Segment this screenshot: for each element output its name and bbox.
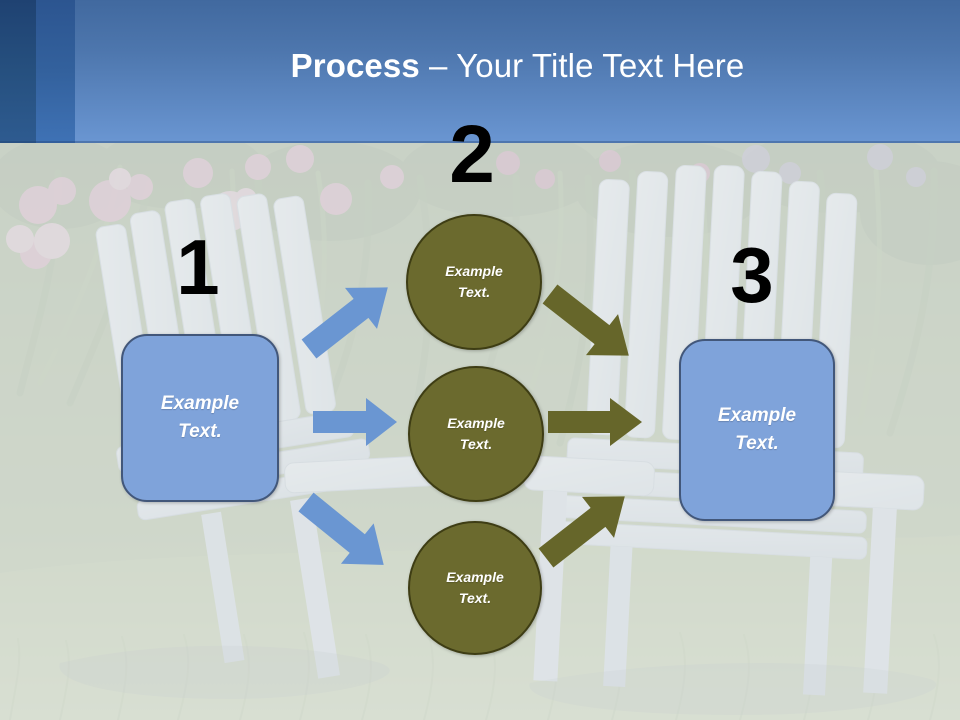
process-box-3-label-line2: Text. — [735, 433, 779, 454]
header-bottom-rule — [0, 141, 960, 143]
process-circle-1[interactable]: Example Text. — [406, 214, 542, 350]
process-circle-2[interactable]: Example Text. — [408, 366, 544, 502]
process-circle-2-label-line1: Example — [447, 415, 505, 431]
header-accent-band-dark — [0, 0, 36, 143]
process-box-1-label: Example Text. — [161, 390, 239, 447]
process-circle-3[interactable]: Example Text. — [408, 521, 542, 655]
step-number-1: 1 — [176, 223, 220, 311]
process-box-1-label-line2: Text. — [178, 421, 222, 442]
process-circle-2-label: Example Text. — [447, 413, 505, 455]
header-accent-band-mid — [36, 0, 75, 143]
process-circle-2-label-line2: Text. — [459, 436, 493, 452]
process-box-3[interactable]: Example Text. — [679, 339, 835, 521]
page-title-strong: Process — [290, 47, 420, 84]
process-box-1-label-line1: Example — [160, 392, 240, 414]
process-circle-1-label-line1: Example — [445, 263, 503, 279]
process-circle-3-label-line2: Text. — [458, 590, 492, 606]
step-number-3: 3 — [730, 231, 774, 319]
process-circle-3-label-line1: Example — [446, 569, 504, 585]
slide-header — [0, 0, 960, 143]
header-gradient — [0, 0, 960, 143]
page-title: Process – Your Title Text Here — [75, 46, 960, 86]
process-circle-1-label: Example Text. — [445, 261, 503, 303]
process-box-3-label-line1: Example — [717, 404, 797, 426]
process-box-1[interactable]: Example Text. — [121, 334, 279, 502]
process-box-3-label: Example Text. — [718, 402, 796, 459]
process-circle-3-label: Example Text. — [446, 567, 504, 609]
step-number-2: 2 — [449, 109, 495, 200]
process-circle-1-label-line2: Text. — [457, 284, 491, 300]
page-title-rest: – Your Title Text Here — [419, 47, 745, 84]
